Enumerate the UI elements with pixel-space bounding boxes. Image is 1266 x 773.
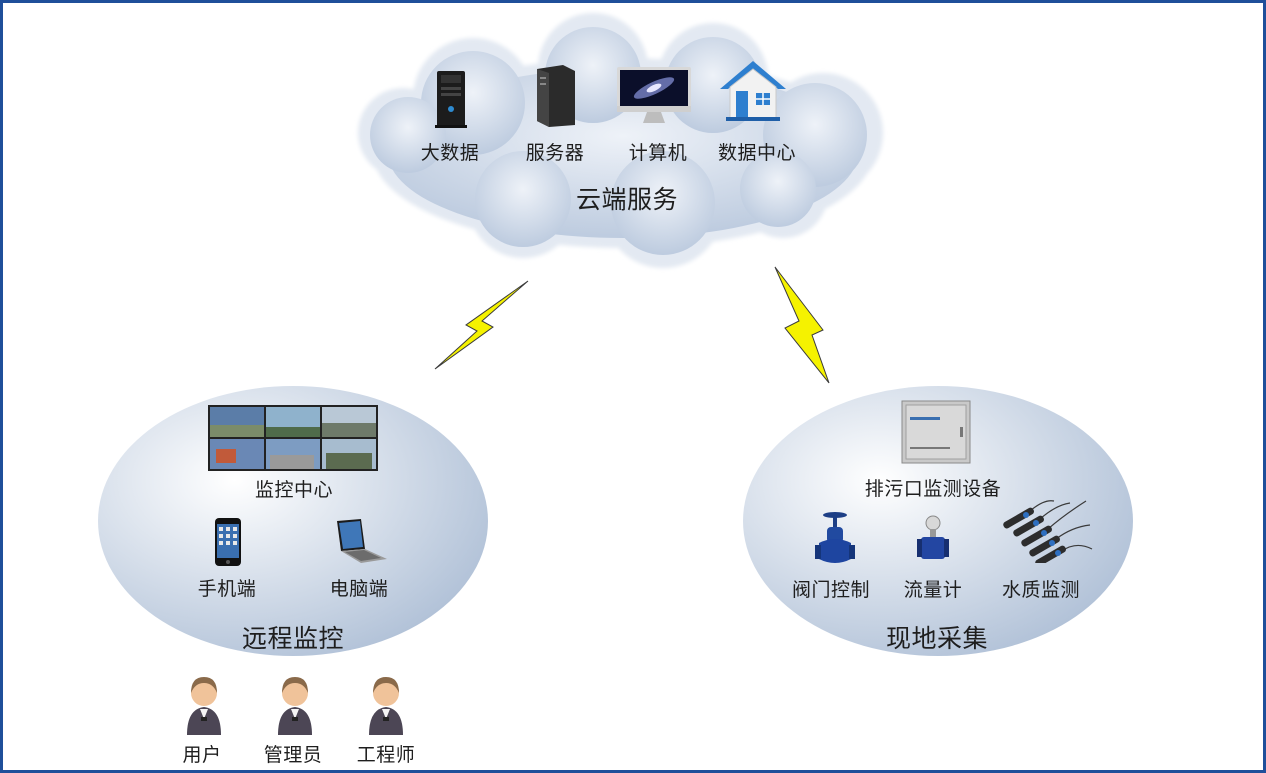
user-person-icon (183, 671, 225, 735)
lightning-bolt-right (774, 266, 830, 384)
imac-computer-icon (615, 65, 693, 127)
water-quality-probe-icon (1000, 497, 1094, 563)
cloud-item-label-datacenter: 数据中心 (717, 142, 797, 164)
laptop-icon (331, 519, 389, 565)
house-icon (718, 57, 788, 123)
video-wall-icon (208, 405, 378, 471)
water-quality-label: 水质监测 (1001, 579, 1081, 601)
engineer-label: 工程师 (356, 744, 416, 766)
cloud-title: 云端服务 (575, 185, 679, 214)
field-collection-title: 现地采集 (885, 624, 989, 653)
cloud-item-label-server: 服务器 (525, 142, 585, 164)
admin-label: 管理员 (263, 744, 323, 766)
smartphone-icon (214, 517, 242, 567)
valve-icon (813, 509, 857, 567)
control-cabinet-icon (900, 399, 972, 465)
lightning-bolt-left (434, 280, 529, 370)
remote-monitor-ellipse (98, 386, 488, 656)
remote-monitor-title: 远程监控 (241, 624, 345, 653)
admin-person-icon (274, 671, 316, 735)
cloud-shape (358, 13, 883, 268)
server-icon (529, 63, 579, 129)
flow-meter-label: 流量计 (903, 579, 963, 601)
valve-control-label: 阀门控制 (791, 579, 871, 601)
user-label: 用户 (182, 744, 222, 766)
phone-client-label: 手机端 (197, 578, 257, 600)
cloud-item-label-computer: 计算机 (628, 142, 688, 164)
engineer-person-icon (365, 671, 407, 735)
outfall-device-label: 排污口监测设备 (864, 478, 1002, 500)
background-shapes (98, 13, 1133, 656)
tower-pc-icon (431, 69, 471, 129)
monitor-center-label: 监控中心 (254, 479, 334, 501)
cloud-item-label-bigdata: 大数据 (420, 142, 480, 164)
flow-meter-icon (915, 515, 951, 563)
pc-client-label: 电脑端 (329, 578, 389, 600)
